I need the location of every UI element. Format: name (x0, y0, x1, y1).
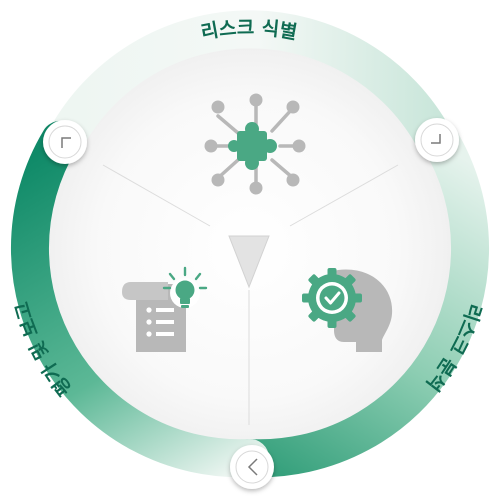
chevron-icon (43, 120, 87, 164)
center-triangle (228, 235, 270, 289)
gear-head-icon (302, 268, 393, 352)
divider-line (102, 164, 211, 227)
puzzle-network-icon (204, 93, 306, 195)
divider-line (289, 164, 399, 227)
document-lightbulb-icon (122, 266, 208, 352)
arc-report (11, 121, 269, 478)
chevron-icon (230, 445, 274, 489)
arc-identify (46, 10, 454, 159)
chevron-icon (415, 118, 459, 162)
arc-analyze (231, 121, 489, 478)
